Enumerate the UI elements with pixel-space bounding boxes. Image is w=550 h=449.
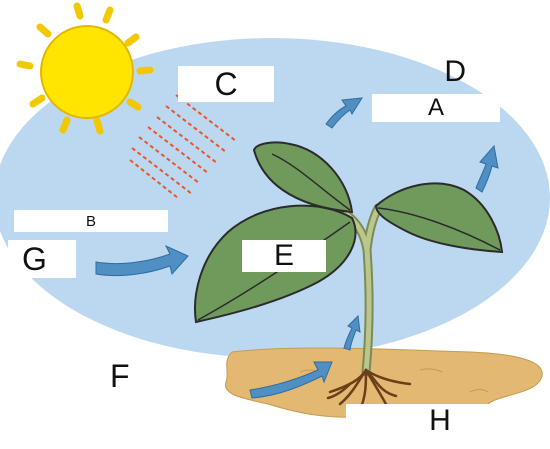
arrow-icon [95, 97, 499, 399]
label-f: F [110, 358, 130, 394]
arrow-up-right [475, 144, 499, 193]
leaf-top-vein [271, 153, 351, 211]
label-box-e: E [242, 240, 326, 272]
arrow-water-stem [343, 314, 361, 351]
label-box-a: A [372, 94, 500, 122]
light-rays [129, 94, 237, 199]
label-box-g: G [8, 240, 76, 278]
soil-texture [259, 368, 489, 393]
arrow-water-soil [249, 361, 333, 399]
label-box-h: H [346, 404, 534, 438]
arrow-up-left [325, 97, 363, 129]
label-box-c: C [178, 66, 274, 102]
arrow-air-in [95, 244, 189, 277]
label-box-d: D [444, 55, 466, 88]
label-box-b: B [14, 210, 168, 232]
leaf-right-vein [377, 207, 501, 251]
leaf-top [252, 141, 354, 214]
sun-icon [16, 2, 154, 135]
